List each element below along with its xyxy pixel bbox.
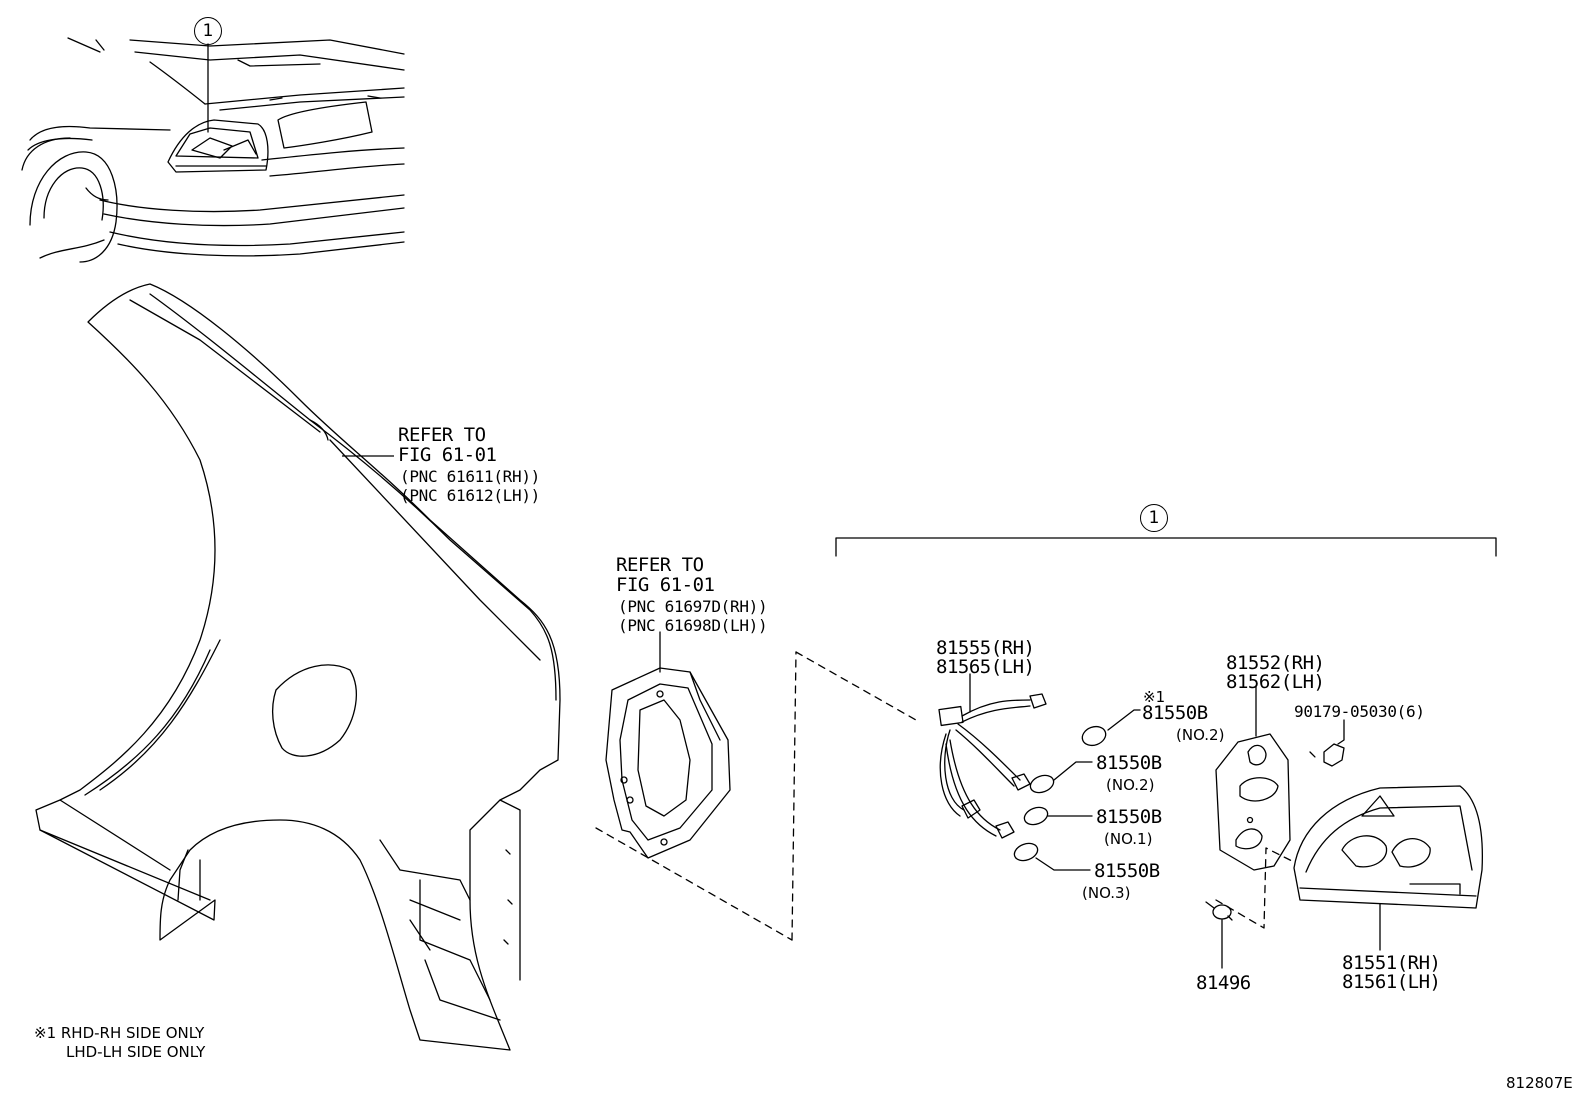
lens-rh: 81551(RH): [1342, 952, 1441, 974]
inner-panel: [606, 632, 730, 858]
bulb-a-pn: 81550B: [1142, 702, 1208, 724]
clip-pn: 81496: [1196, 972, 1251, 994]
refer-inner-line1: REFER TO: [616, 554, 704, 576]
refer-inner-line2: FIG 61-01: [616, 574, 715, 596]
callout-1-group: 1: [1140, 504, 1168, 532]
refer-quarter-line3: (PNC 61611(RH)): [400, 467, 540, 486]
group-bracket: [836, 538, 1496, 556]
socket-wire-lh: 81565(LH): [936, 656, 1035, 678]
socket-wire: [939, 674, 1046, 838]
refer-quarter-line4: (PNC 61612(LH)): [400, 486, 540, 505]
bulb-b-sub: (NO.2): [1106, 776, 1155, 794]
figure-id: 812807E: [1506, 1074, 1573, 1092]
bulb-a-sub: (NO.2): [1176, 726, 1225, 744]
bulb-a-mark: ※1: [1143, 688, 1166, 706]
footnote-line1: ※1 RHD-RH SIDE ONLY: [34, 1024, 205, 1042]
callout-1-car: 1: [194, 17, 222, 45]
clip: [1206, 902, 1232, 968]
bulb-d-pn: 81550B: [1094, 860, 1160, 882]
socket-wire-rh: 81555(RH): [936, 637, 1035, 659]
lens-lh: 81561(LH): [1342, 971, 1441, 993]
bulbs: [1012, 710, 1140, 870]
bulb-b-pn: 81550B: [1096, 752, 1162, 774]
bulb-c-pn: 81550B: [1096, 806, 1162, 828]
gasket: [1216, 686, 1290, 870]
footnote-line2: LHD-LH SIDE ONLY: [66, 1043, 206, 1061]
nut: [1324, 720, 1344, 766]
explode-guides: [596, 652, 1318, 940]
gasket-lh: 81562(LH): [1226, 671, 1325, 693]
gasket-rh: 81552(RH): [1226, 652, 1325, 674]
bulb-c-sub: (NO.1): [1104, 830, 1153, 848]
refer-quarter-line2: FIG 61-01: [398, 444, 497, 466]
nut-pn: 90179-05030(6): [1294, 702, 1425, 721]
lens-body: [1294, 786, 1482, 950]
refer-inner-line3: (PNC 61697D(RH)): [618, 597, 768, 616]
car-rear-overview: [22, 38, 404, 262]
bulb-d-sub: (NO.3): [1082, 884, 1131, 902]
refer-inner-line4: (PNC 61698D(LH)): [618, 616, 768, 635]
refer-quarter-line1: REFER TO: [398, 424, 486, 446]
quarter-panel: [36, 284, 560, 1050]
